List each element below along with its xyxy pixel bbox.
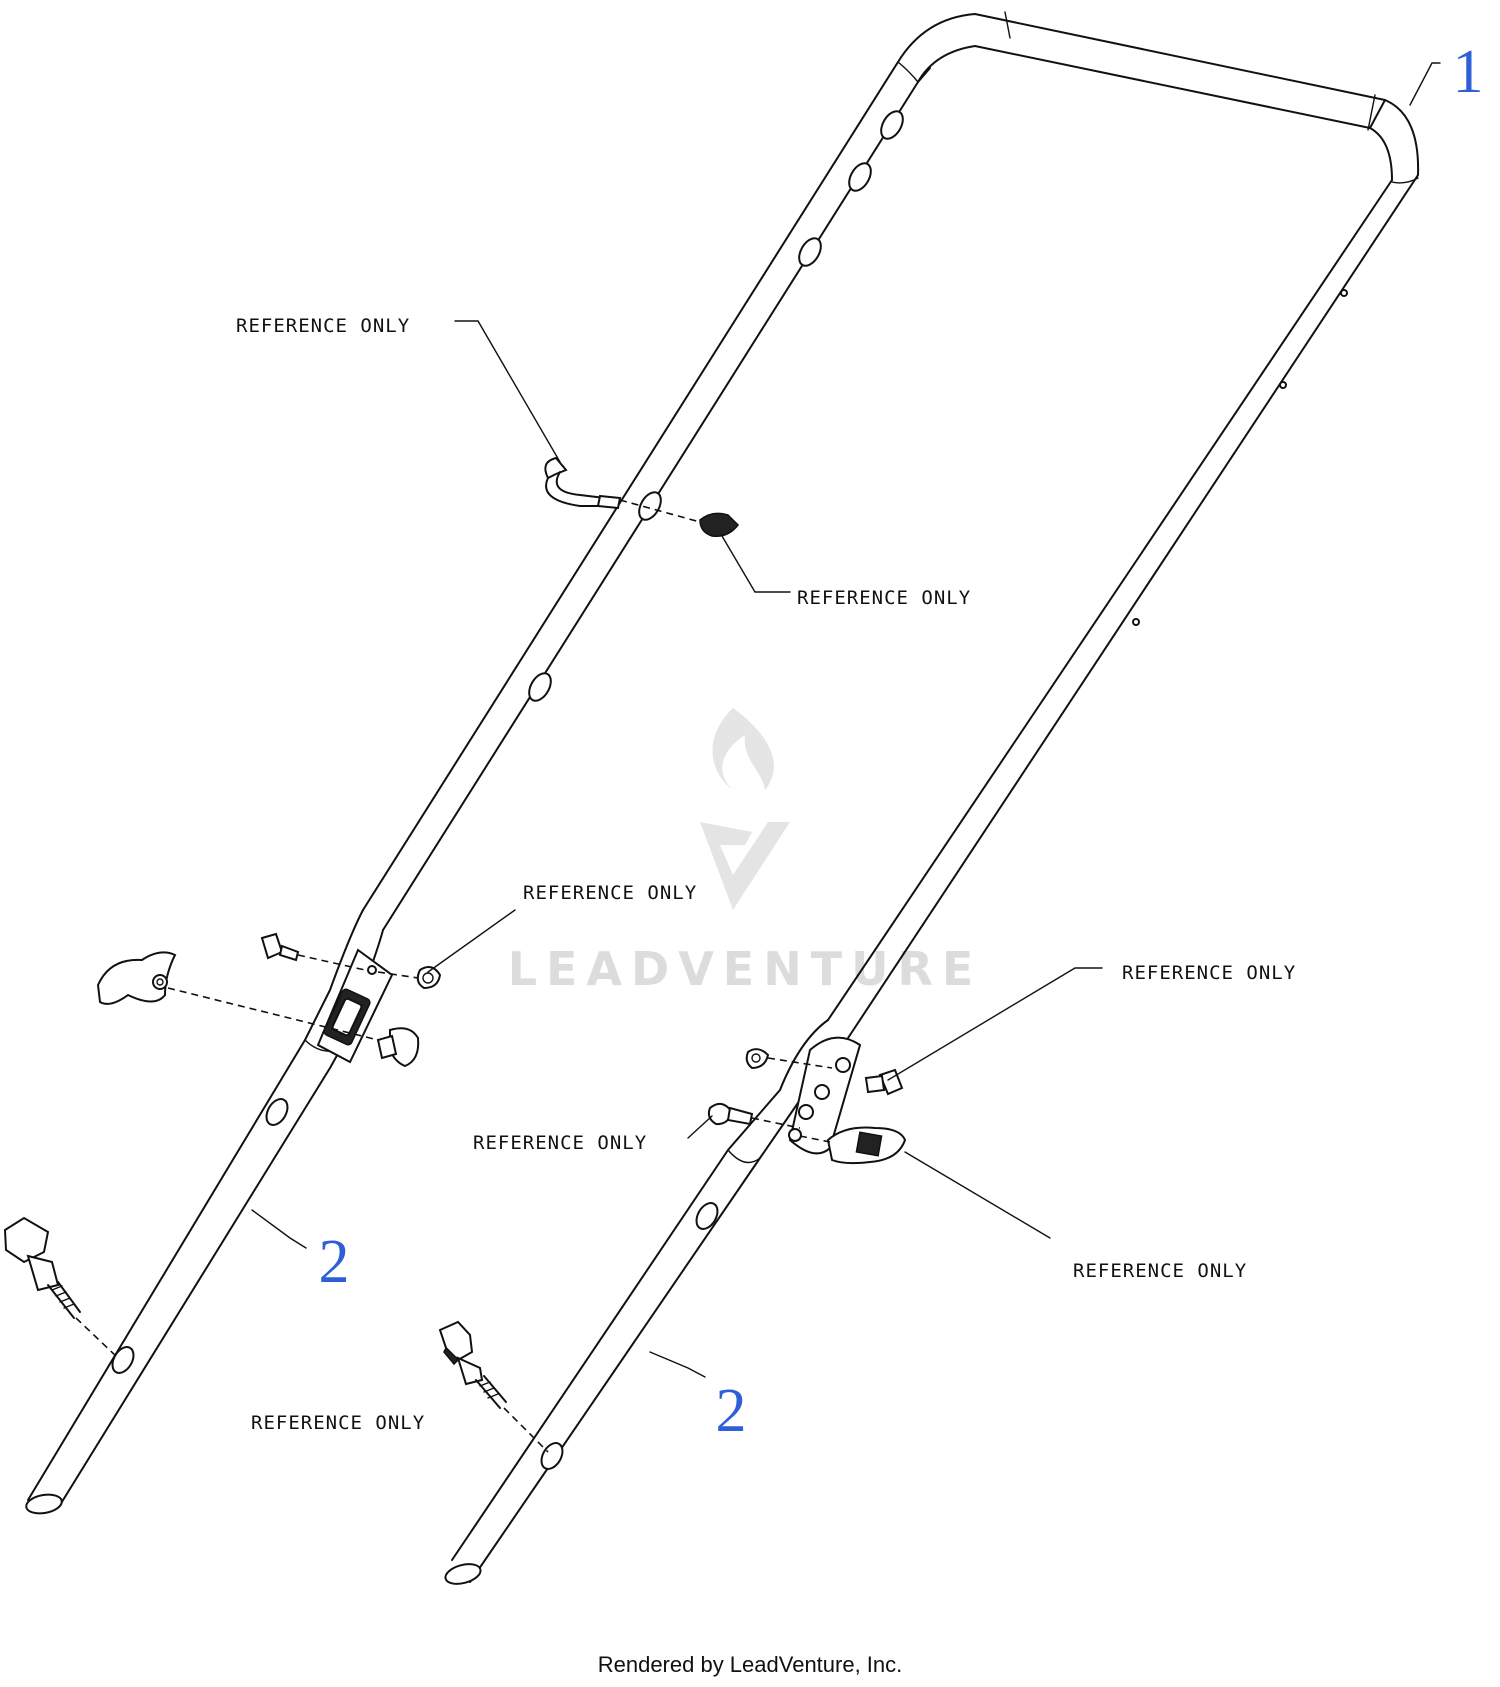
- right-bottom-bolt: [438, 1320, 549, 1453]
- cable-tie: [699, 512, 739, 538]
- plastic-plug: [389, 1027, 420, 1068]
- left-bottom-bolt: [3, 1216, 119, 1359]
- reference-label: REFERENCE ONLY: [797, 587, 971, 609]
- tube-end: [444, 1563, 482, 1585]
- carriage-bolt: [260, 932, 284, 960]
- reference-label: REFERENCE ONLY: [1073, 1260, 1247, 1282]
- handle-hole: [528, 672, 552, 702]
- right-bracket-assembly: [707, 1036, 907, 1165]
- leader-lines: [251, 62, 1441, 1378]
- handle-hole: [880, 110, 904, 140]
- left-bracket-assembly: [96, 932, 442, 1068]
- lock-nut: [416, 965, 442, 990]
- callout-number[interactable]: 2: [716, 1377, 747, 1445]
- handle-hole: [638, 491, 662, 521]
- hex-bolt: [878, 1068, 904, 1096]
- callout-number[interactable]: 2: [319, 1228, 350, 1296]
- left-lower-handle: [25, 909, 384, 1515]
- reference-label: REFERENCE ONLY: [523, 882, 697, 904]
- reference-label: REFERENCE ONLY: [251, 1412, 425, 1434]
- callout-number[interactable]: 1: [1453, 38, 1484, 106]
- upper-handle: [362, 11, 1420, 1036]
- handle-hole: [695, 1202, 719, 1230]
- cable-guide: [544, 456, 739, 538]
- footer-credit: Rendered by LeadVenture, Inc.: [598, 1652, 903, 1677]
- right-lower-handle: [444, 1019, 851, 1585]
- watermark-text: LEADVENTURE: [508, 942, 983, 996]
- handle-hole: [798, 237, 822, 267]
- left-wing-knob: [96, 951, 177, 1005]
- reference-label: REFERENCE ONLY: [1122, 962, 1296, 984]
- tube-end: [25, 1493, 63, 1515]
- leadventure-watermark-logo: [700, 708, 790, 910]
- reference-label: REFERENCE ONLY: [473, 1132, 647, 1154]
- handle-hole: [265, 1098, 289, 1126]
- washer-bolt: [707, 1102, 734, 1126]
- reference-label: REFERENCE ONLY: [236, 315, 410, 337]
- handle-hole: [848, 162, 872, 192]
- flange-nut: [745, 1048, 770, 1070]
- handle-hole: [540, 1442, 564, 1470]
- handle-hole: [111, 1346, 135, 1374]
